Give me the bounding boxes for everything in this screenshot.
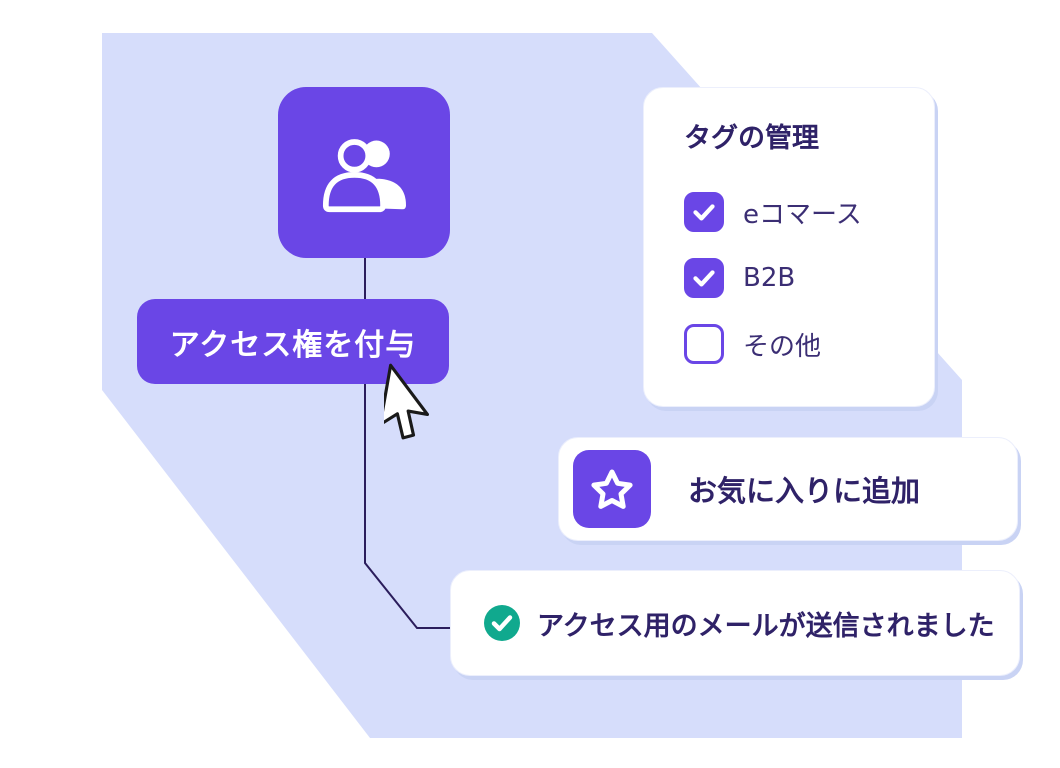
add-to-favorites-card[interactable]: お気に入りに追加 bbox=[558, 437, 1018, 541]
star-icon bbox=[591, 469, 633, 509]
check-icon bbox=[693, 270, 715, 287]
tag-option-row: B2B bbox=[684, 258, 904, 298]
checkbox-b2b[interactable] bbox=[684, 258, 724, 298]
cursor-arrow-icon bbox=[384, 363, 430, 440]
tag-option-row: eコマース bbox=[684, 192, 904, 232]
tag-option-label: その他 bbox=[743, 331, 822, 362]
check-icon bbox=[693, 204, 715, 221]
tag-option-label: eコマース bbox=[743, 199, 862, 230]
checkbox-other[interactable] bbox=[684, 324, 724, 364]
tag-option-row: その他 bbox=[684, 324, 904, 364]
toast-message: アクセス用のメールが送信されました bbox=[537, 610, 995, 642]
tag-card-title: タグの管理 bbox=[684, 123, 819, 154]
users-node[interactable] bbox=[278, 87, 450, 258]
check-circle-icon bbox=[484, 605, 520, 641]
favorite-button[interactable] bbox=[573, 450, 651, 528]
tag-option-label: B2B bbox=[743, 263, 796, 293]
tag-management-card: タグの管理 eコマース B2B その他 bbox=[643, 87, 935, 407]
users-icon bbox=[316, 131, 412, 215]
favorite-card-label: お気に入りに追加 bbox=[688, 474, 921, 508]
grant-access-button[interactable]: アクセス権を付与 bbox=[137, 299, 449, 384]
checkbox-ecommerce[interactable] bbox=[684, 192, 724, 232]
email-sent-toast: アクセス用のメールが送信されました bbox=[450, 570, 1020, 676]
